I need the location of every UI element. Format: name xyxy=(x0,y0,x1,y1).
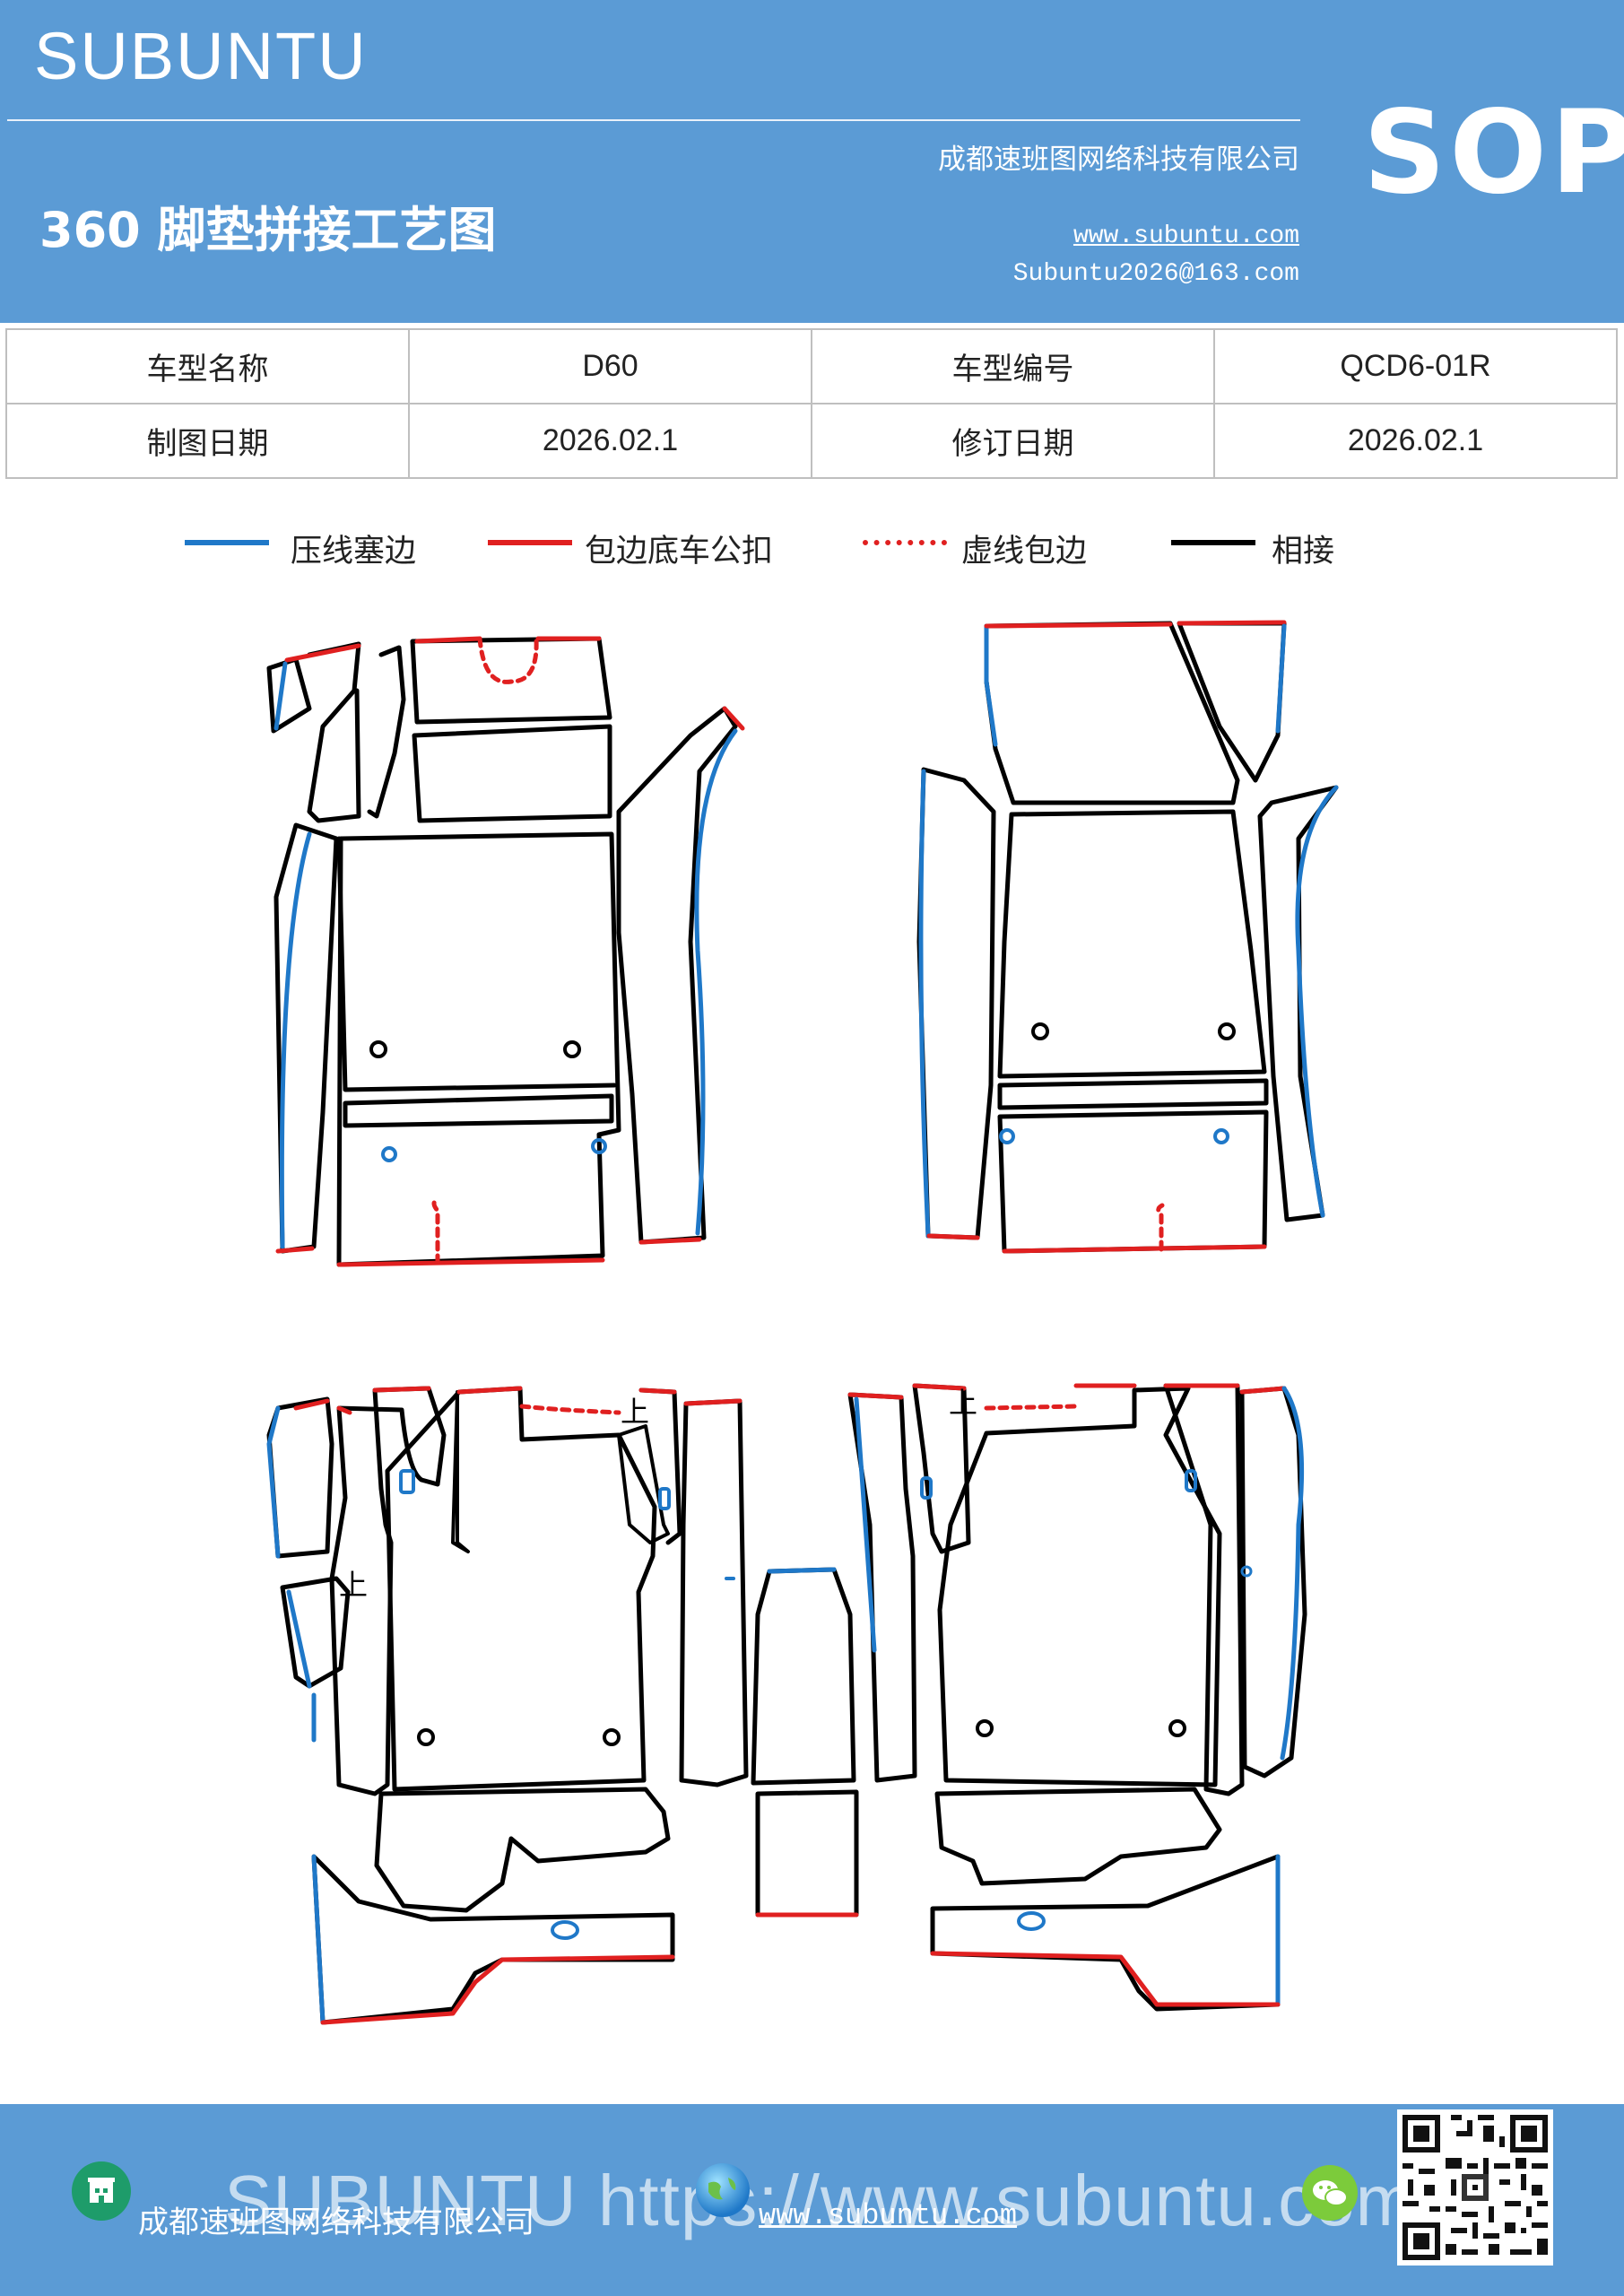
vehicle-info-table: 车型名称 D60 车型编号 QCD6-01R 制图日期 2026.02.1 修订… xyxy=(5,328,1618,479)
revision-date-label: 修订日期 xyxy=(811,403,1215,479)
up-mark: 上 xyxy=(339,1569,368,1601)
qr-code xyxy=(1397,2109,1553,2266)
brand-logo-text: SUBUNTU xyxy=(34,19,368,93)
table-row: 制图日期 2026.02.1 修订日期 2026.02.1 xyxy=(5,403,1618,479)
sop-badge: SOP xyxy=(1363,86,1624,220)
building-icon xyxy=(72,2161,131,2221)
header-banner: SUBUNTU 360 脚垫拼接工艺图 成都速班图网络科技有限公司 www.su… xyxy=(0,0,1624,323)
footer-company-name: 成都速班图网络科技有限公司 xyxy=(138,2205,534,2240)
up-mark: 上 xyxy=(621,1396,649,1428)
rear-right-mat: 上 xyxy=(847,1383,1307,2012)
website-link[interactable]: www.subuntu.com xyxy=(1073,222,1299,250)
draw-date-value: 2026.02.1 xyxy=(408,403,812,479)
model-code-value: QCD6-01R xyxy=(1213,328,1618,404)
legend-swatch xyxy=(1171,540,1255,545)
draw-date-label: 制图日期 xyxy=(5,403,410,479)
table-row: 车型名称 D60 车型编号 QCD6-01R xyxy=(5,328,1618,404)
revision-date-value: 2026.02.1 xyxy=(1213,403,1618,479)
legend-swatch xyxy=(185,540,269,545)
front-left-mat xyxy=(266,636,745,1267)
wechat-icon xyxy=(1302,2165,1358,2221)
model-code-label: 车型编号 xyxy=(811,328,1215,404)
company-name: 成都速班图网络科技有限公司 xyxy=(938,144,1299,176)
model-name-label: 车型名称 xyxy=(5,328,410,404)
globe-icon xyxy=(696,2163,750,2217)
legend-label: 相接 xyxy=(1272,534,1335,570)
floor-mat-diagram: 上 上 上 xyxy=(266,620,1339,2025)
header-divider xyxy=(7,119,1300,121)
legend-swatch xyxy=(863,540,947,545)
legend-label: 虚线包边 xyxy=(961,534,1088,570)
footer-watermark: SUBUNTU https://www.subuntu.com xyxy=(224,2161,1417,2240)
up-mark: 上 xyxy=(949,1387,977,1419)
email-address: Subuntu2026@163.com xyxy=(1012,260,1299,288)
legend-label: 包边底车公扣 xyxy=(585,534,774,570)
rear-left-mat: 上 上 xyxy=(266,1386,749,2025)
footer-banner: SUBUNTU https://www.subuntu.com 成都速班图网络科… xyxy=(0,2104,1624,2296)
model-name-value: D60 xyxy=(408,328,812,404)
legend-label: 压线塞边 xyxy=(291,534,417,570)
legend-swatch xyxy=(488,540,572,545)
center-tunnel-mat xyxy=(751,1567,859,1918)
page-title: 360 脚垫拼接工艺图 xyxy=(39,202,497,258)
footer-website-link[interactable]: www.subuntu.com xyxy=(759,2199,1018,2232)
front-right-mat xyxy=(916,620,1339,1254)
